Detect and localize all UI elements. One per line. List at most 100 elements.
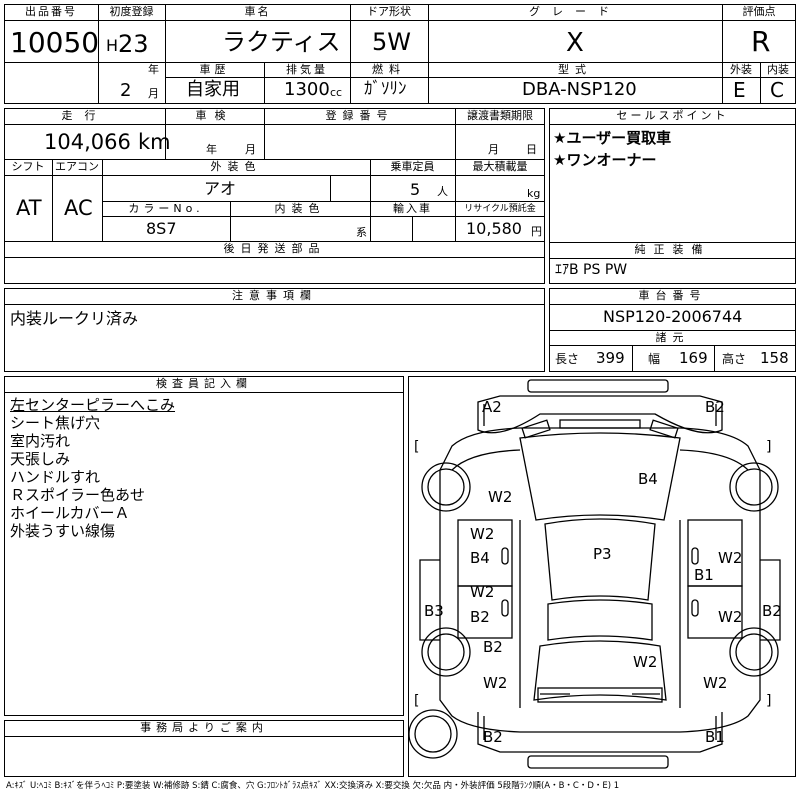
damage-mark: B2 — [483, 728, 503, 746]
damage-mark: B1 — [705, 728, 725, 746]
chassis-number: NSP120-2006744 — [603, 307, 743, 326]
interior-grade: C — [770, 78, 784, 102]
fuel: ｶﾞｿﾘﾝ — [364, 79, 407, 99]
transfer-day-unit: 日 — [526, 143, 537, 156]
header-box — [4, 4, 796, 104]
legend-footer: A:ｷｽﾞ U:ﾍｺﾐ B:ｷｽﾞを伴うﾍｺﾐ P:要塗装 W:補修跡 S:錆 … — [6, 781, 620, 791]
damage-mark: W2 — [633, 653, 658, 671]
mileage-unit: km — [138, 130, 171, 154]
damage-mark: P3 — [593, 545, 612, 563]
later-parts-label: 後日発送部品 — [223, 242, 326, 255]
damage-mark: W2 — [718, 608, 743, 626]
inspector-line: 外装うすい線傷 — [10, 522, 116, 540]
import-label: 輸入車 — [393, 202, 432, 215]
transfer-month-unit: 月 — [488, 143, 499, 156]
aircon: AC — [64, 196, 93, 220]
recycle-fee: 10,580 — [466, 219, 522, 238]
exterior-label: 外装 — [730, 63, 752, 76]
aircon-label: エアコン — [55, 160, 99, 173]
exterior-color-label: 外装色 — [210, 160, 262, 173]
capacity-unit: 人 — [437, 185, 448, 198]
inspector-line: 室内汚れ — [10, 432, 71, 450]
bracket-mark: [ — [414, 693, 420, 709]
bracket-mark: ] — [766, 693, 772, 709]
specs-label: 諸元 — [655, 331, 690, 344]
damage-mark: B3 — [424, 602, 444, 620]
interior-label: 内装 — [767, 63, 789, 76]
month-unit: 月 — [148, 87, 159, 100]
damage-mark: B2 — [705, 398, 725, 416]
exterior-grade: E — [733, 78, 746, 102]
door-label: ドア形状 — [367, 5, 411, 18]
inspection-label: 車検 — [195, 109, 234, 122]
damage-mark: W2 — [718, 549, 743, 567]
damage-mark: B4 — [638, 470, 658, 488]
sales-point-box — [549, 108, 796, 284]
car-diagram-box — [408, 376, 796, 777]
interior-color-label: 内装色 — [274, 202, 326, 215]
damage-mark: B4 — [470, 549, 490, 567]
bracket-mark: [ — [414, 439, 420, 455]
era: H — [106, 36, 119, 55]
bracket-mark: ] — [766, 439, 772, 455]
capacity: 5 — [410, 180, 421, 199]
notes-label: 注意事項欄 — [232, 289, 317, 302]
displacement: 1300 — [284, 79, 330, 100]
car-diagram — [408, 379, 781, 769]
door-type: 5W — [372, 28, 411, 56]
inspection-month-unit: 月 — [245, 143, 256, 156]
mileage-label: 走行 — [61, 109, 108, 122]
model-code: DBA-NSP120 — [522, 79, 637, 100]
width-label: 幅 — [648, 352, 661, 366]
office-box — [4, 720, 404, 777]
color-number-label: カラーNo. — [128, 202, 204, 215]
lot-number-label: 出品番号 — [25, 5, 77, 18]
car-name-label: 車名 — [244, 5, 271, 18]
reg-month: 2 — [120, 80, 132, 101]
inspector-box — [4, 376, 404, 716]
inspector-line: ホイールカバーＡ — [10, 504, 130, 522]
color-number: 8S7 — [146, 219, 177, 238]
recycle-label: リサイクル預託金 — [464, 204, 536, 214]
sales-point-label: セールスポイント — [616, 109, 729, 122]
score: R — [751, 25, 771, 58]
history-label: 車歴 — [199, 63, 230, 76]
damage-mark: W2 — [470, 525, 495, 543]
inspector-line: 天張しみ — [10, 450, 71, 468]
year-unit: 年 — [148, 63, 159, 76]
car-name: ラクティス — [222, 28, 341, 56]
lot-number: 10050 — [10, 26, 100, 59]
width: 169 — [679, 349, 708, 367]
office-label: 事務局よりご案内 — [140, 721, 268, 734]
exterior-color: アオ — [204, 179, 237, 198]
grade: X — [566, 28, 584, 58]
sales-point-1: ★ユーザー買取車 — [553, 129, 672, 147]
reg-year: 23 — [118, 30, 149, 58]
notes-box — [4, 288, 545, 372]
inspector-label: 検査員記入欄 — [156, 377, 252, 390]
score-label: 評価点 — [742, 5, 776, 18]
damage-mark: W2 — [483, 674, 508, 692]
notes-text: 内装ルークリ済み — [10, 309, 139, 328]
height: 158 — [760, 349, 789, 367]
chassis-label: 車台番号 — [638, 289, 707, 302]
equipment-label: 純正装備 — [634, 243, 711, 256]
damage-mark: W2 — [470, 583, 495, 601]
registration-number-label: 登録番号 — [325, 109, 394, 122]
damage-mark: A2 — [482, 398, 502, 416]
recycle-unit: 円 — [531, 225, 542, 238]
inspector-line: ハンドルすれ — [10, 468, 101, 486]
shift-label: シフト — [11, 160, 45, 173]
mileage: 104,066 — [44, 130, 131, 154]
details-box — [4, 108, 545, 284]
history: 自家用 — [186, 79, 240, 100]
damage-mark: W2 — [703, 674, 728, 692]
interior-color-unit: 系 — [356, 226, 367, 239]
damage-mark: B2 — [470, 608, 490, 626]
max-load-unit: kg — [527, 187, 541, 200]
displacement-label: 排気量 — [286, 63, 328, 76]
capacity-label: 乗車定員 — [390, 160, 435, 173]
height-label: 高さ — [722, 352, 747, 366]
model-label: 型式 — [558, 63, 592, 76]
damage-mark: B2 — [483, 638, 503, 656]
